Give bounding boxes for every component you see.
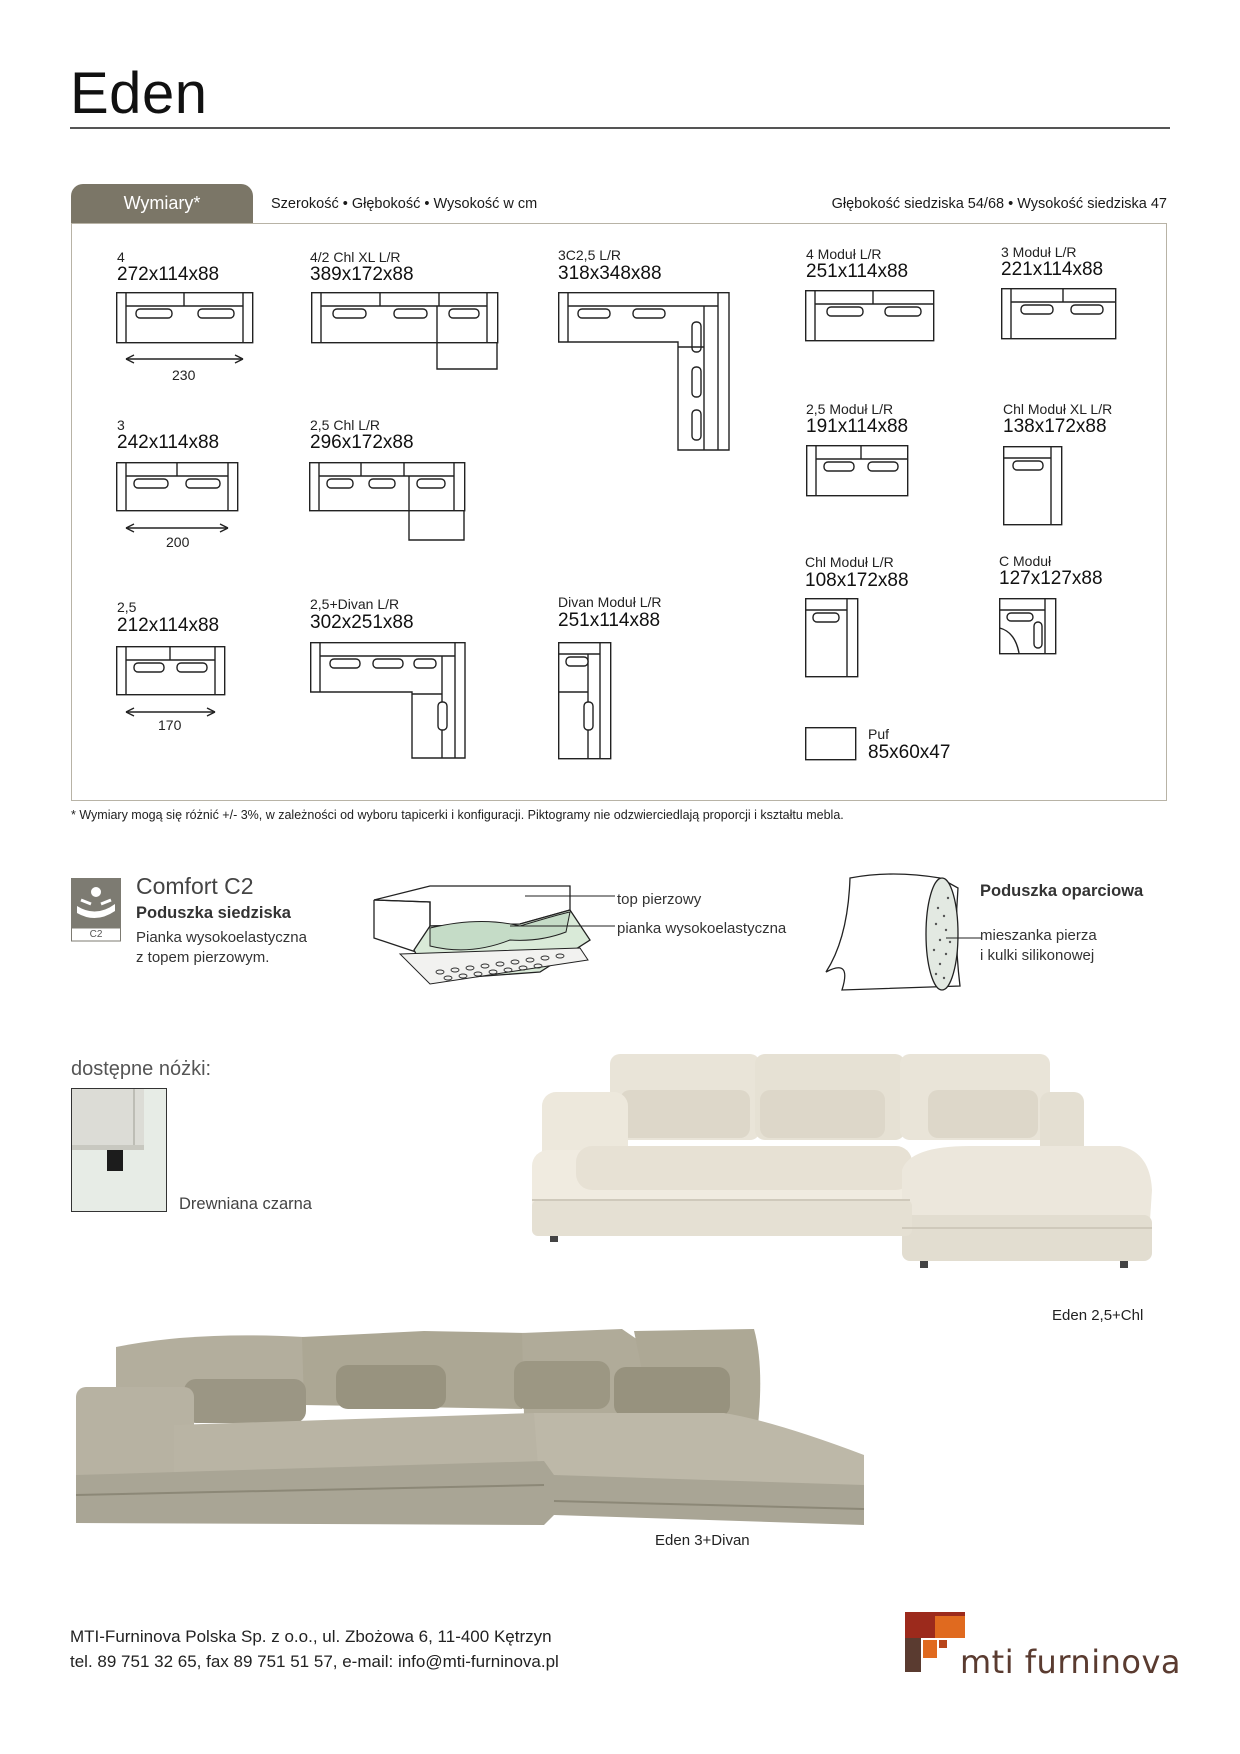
c-modul-icon	[998, 597, 1057, 655]
dimensions-box	[71, 223, 1167, 801]
sofa-2-5-divan-icon	[310, 642, 466, 759]
product-size: 389x172x88	[310, 264, 414, 285]
product-size: 302x251x88	[310, 612, 414, 633]
product-size: 296x172x88	[310, 432, 414, 453]
product-name: 3	[117, 417, 125, 433]
product-name: Chl Moduł XL L/R	[1003, 401, 1113, 417]
sofa-4-modul-icon	[804, 289, 935, 342]
product-size: 85x60x47	[868, 742, 951, 763]
photo-caption-2: Eden 3+Divan	[655, 1532, 750, 1549]
product-name: Chl Moduł L/R	[805, 554, 894, 570]
back-pillow-desc-2: i kulki silikonowej	[980, 947, 1095, 964]
product-size: 318x348x88	[558, 263, 662, 284]
product-size: 138x172x88	[1003, 416, 1107, 437]
company-logo-text: mti furninova	[960, 1643, 1181, 1681]
mti-logo-icon	[905, 1612, 965, 1672]
product-name: 2,5+Divan L/R	[310, 596, 400, 612]
dimensions-header-right: Głębokość siedziska 54/68 • Wysokość sie…	[831, 196, 1167, 212]
sofa-3c2-5-icon	[558, 292, 730, 451]
footer-address: MTI-Furninova Polska Sp. z o.o., ul. Zbo…	[70, 1627, 552, 1646]
sofa-photo-eden-2-5-chl	[532, 1054, 1152, 1268]
label-pianka: pianka wysokoelastyczna	[617, 920, 787, 937]
seat-cushion-desc-2: z topem pierzowym.	[136, 949, 270, 966]
dimensions-tab: Wymiary*	[71, 184, 253, 224]
product-name: 2,5 Moduł L/R	[806, 401, 894, 417]
chl-modul-icon	[804, 597, 859, 678]
page-title: Eden	[70, 61, 208, 126]
comfort-c2-icon	[71, 878, 121, 942]
sofa-4-2-chl-icon	[310, 291, 499, 370]
chl-modul-xl-icon	[1002, 445, 1063, 526]
sofa-2-5-icon	[115, 645, 226, 717]
product-size: 251x114x88	[558, 610, 661, 631]
product-name: 2,5 Chl L/R	[310, 417, 381, 433]
sofa-3-icon	[115, 461, 239, 533]
measure-label: 200	[166, 534, 190, 550]
sofa-2-5-modul-icon	[805, 444, 909, 497]
product-name: Divan Moduł L/R	[558, 594, 662, 610]
product-name: C Moduł	[999, 553, 1052, 569]
product-size: 127x127x88	[999, 568, 1103, 589]
back-pillow-title: Poduszka oparciowa	[980, 882, 1144, 900]
comfort-title: Comfort C2	[136, 873, 254, 899]
measure-label: 170	[158, 717, 182, 733]
seat-cushion-illustration	[373, 885, 615, 985]
divan-modul-icon	[557, 641, 612, 760]
legs-title: dostępne nóżki:	[71, 1058, 212, 1080]
product-name: 4/2 Chl XL L/R	[310, 249, 401, 265]
product-name: 4	[117, 249, 125, 265]
sofa-2-5-chl-icon	[308, 461, 466, 541]
footer-contact: tel. 89 751 32 65, fax 89 751 51 57, e-m…	[70, 1652, 559, 1671]
sofa-photo-eden-3-divan	[75, 1329, 865, 1525]
product-size: 221x114x88	[1001, 259, 1104, 280]
photo-caption-1: Eden 2,5+Chl	[1052, 1307, 1144, 1324]
leg-type-label: Drewniana czarna	[179, 1195, 312, 1213]
measure-label: 230	[172, 367, 196, 383]
product-size: 191x114x88	[806, 416, 909, 437]
product-name: 3 Moduł L/R	[1001, 244, 1077, 260]
footnote: * Wymiary mogą się różnić +/- 3%, w zale…	[71, 808, 844, 822]
product-name: Puf	[868, 726, 890, 742]
product-size: 272x114x88	[117, 264, 220, 285]
product-name: 4 Moduł L/R	[806, 246, 882, 262]
product-size: 108x172x88	[805, 570, 909, 591]
product-name: 3C2,5 L/R	[558, 247, 622, 263]
puf-icon	[804, 726, 857, 761]
sofa-4-icon	[115, 291, 254, 364]
label-top-pierzowy: top pierzowy	[617, 891, 702, 908]
product-size: 212x114x88	[117, 615, 220, 636]
back-pillow-desc-1: mieszanka pierza	[980, 927, 1097, 944]
comfort-badge: C2	[89, 929, 103, 940]
seat-cushion-title: Poduszka siedziska	[136, 904, 291, 922]
dimensions-header-left: Szerokość • Głębokość • Wysokość w cm	[271, 196, 538, 212]
seat-cushion-desc-1: Pianka wysokoelastyczna	[136, 929, 307, 946]
sofa-3-modul-icon	[1000, 287, 1117, 340]
title-divider	[70, 127, 1170, 129]
product-size: 251x114x88	[806, 261, 909, 282]
product-name: 2,5	[117, 599, 137, 615]
back-pillow-illustration	[825, 873, 982, 991]
leg-photo	[71, 1088, 167, 1212]
product-size: 242x114x88	[117, 432, 220, 453]
